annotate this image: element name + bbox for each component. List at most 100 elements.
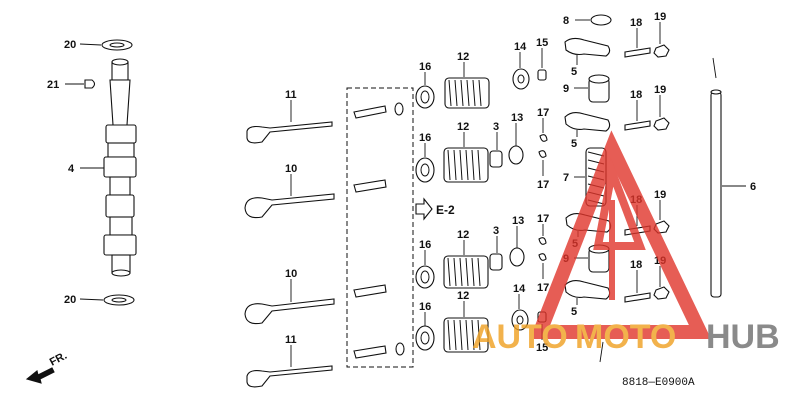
clip-17-b[interactable] xyxy=(538,150,547,158)
screw-18-b[interactable] xyxy=(624,120,651,131)
label-14-a: 14 xyxy=(514,41,527,53)
rocker-arm-5-d[interactable] xyxy=(564,279,611,300)
clip-17-c[interactable] xyxy=(538,237,547,245)
seat-13-b[interactable] xyxy=(509,247,525,267)
front-arrow-icon xyxy=(25,367,55,384)
label-16-b: 16 xyxy=(419,132,431,144)
cotter-15-a[interactable] xyxy=(537,69,547,81)
screw-18-d[interactable] xyxy=(624,292,651,303)
e2-reference[interactable]: E-2 xyxy=(415,197,455,221)
valve-11-bottom[interactable] xyxy=(246,365,333,388)
label-9-a: 9 xyxy=(563,83,569,95)
label-3-a: 3 xyxy=(493,121,499,133)
spacer-9-a[interactable] xyxy=(588,74,610,103)
spring-12-a[interactable] xyxy=(444,77,490,109)
label-17-c: 17 xyxy=(537,213,549,225)
label-8: 8 xyxy=(563,15,569,27)
label-15-a: 15 xyxy=(536,37,548,49)
watermark-triangle-logo xyxy=(529,130,712,339)
label-20-bottom: 20 xyxy=(64,294,76,306)
washer-8[interactable] xyxy=(590,14,612,26)
label-19-b: 19 xyxy=(654,84,666,96)
label-12-d: 12 xyxy=(457,290,469,302)
valve-guide-box xyxy=(346,87,414,368)
valve-guide-2[interactable] xyxy=(353,179,387,193)
label-14-b: 14 xyxy=(513,283,526,295)
label-7: 7 xyxy=(563,172,569,184)
diagram-code: 8818—E0900A xyxy=(622,377,695,389)
camshaft-group: 20 21 4 20 FR. xyxy=(25,39,137,384)
label-6: 6 xyxy=(750,181,756,193)
label-12-a: 12 xyxy=(457,51,469,63)
watermark-text-auto: AUTO xyxy=(472,318,568,356)
nut-19-a[interactable] xyxy=(653,44,670,58)
automotohub-watermark: AUTO MOTO HUB xyxy=(472,130,780,356)
clip-17-d[interactable] xyxy=(538,253,547,261)
label-13-a: 13 xyxy=(511,112,523,124)
valves-group: 11 10 10 11 xyxy=(244,89,335,388)
label-20-top: 20 xyxy=(64,39,76,51)
label-17-a: 17 xyxy=(537,107,549,119)
label-10-bottom: 10 xyxy=(285,268,297,280)
valve-10-top[interactable] xyxy=(244,193,335,219)
seat-13-a[interactable] xyxy=(508,145,524,165)
valve-10-bottom[interactable] xyxy=(244,298,335,325)
label-5-a: 5 xyxy=(571,66,577,78)
label-16-a: 16 xyxy=(419,61,431,73)
label-17-d: 17 xyxy=(537,282,549,294)
e2-label: E-2 xyxy=(436,203,455,217)
clip-17-a[interactable] xyxy=(539,134,548,142)
springs-group: 16 12 14 15 16 12 3 13 xyxy=(415,37,548,354)
watermark-text-hub: HUB xyxy=(706,318,780,356)
spring-12-c[interactable] xyxy=(443,255,489,289)
label-18-b: 18 xyxy=(630,89,642,101)
label-18-d: 18 xyxy=(630,259,642,271)
spring-12-d[interactable] xyxy=(443,317,489,353)
label-16-d: 16 xyxy=(419,301,431,313)
seal-3-a[interactable] xyxy=(489,150,503,168)
label-19-c: 19 xyxy=(654,189,666,201)
pin-21[interactable] xyxy=(84,79,96,89)
valve-11-top[interactable] xyxy=(246,121,333,144)
label-12-b: 12 xyxy=(457,121,469,133)
camshaft-4[interactable] xyxy=(103,58,137,277)
label-4: 4 xyxy=(68,163,75,175)
seat-16-b[interactable] xyxy=(415,157,435,183)
seat-16-a[interactable] xyxy=(415,85,435,109)
rocker-arm-5-a[interactable] xyxy=(564,37,611,57)
label-5-d: 5 xyxy=(571,306,577,318)
valve-guide-1[interactable] xyxy=(353,102,404,119)
rocker-arm-5-b[interactable] xyxy=(564,111,611,132)
label-18-a: 18 xyxy=(630,17,642,29)
label-15-b: 15 xyxy=(536,342,548,354)
screw-18-a[interactable] xyxy=(624,47,651,58)
label-17-b: 17 xyxy=(537,179,549,191)
label-13-b: 13 xyxy=(512,215,524,227)
rocker-shaft-6[interactable] xyxy=(710,89,722,298)
valve-guide-3[interactable] xyxy=(353,284,387,298)
front-label: FR. xyxy=(48,350,69,369)
retainer-14-a[interactable] xyxy=(512,68,530,90)
label-19-a: 19 xyxy=(654,11,666,23)
label-11-bottom: 11 xyxy=(285,334,297,346)
label-16-c: 16 xyxy=(419,239,431,251)
seat-16-d[interactable] xyxy=(415,325,435,351)
label-3-b: 3 xyxy=(493,225,499,237)
seat-16-c[interactable] xyxy=(415,265,435,289)
label-11-top: 11 xyxy=(285,89,297,101)
clips-group: 17 17 17 17 xyxy=(537,107,549,294)
nut-19-d[interactable] xyxy=(653,286,670,300)
washer-20-top[interactable] xyxy=(101,39,133,51)
label-21: 21 xyxy=(47,79,59,91)
nut-19-b[interactable] xyxy=(653,117,670,131)
watermark-text-moto: MOTO xyxy=(575,318,676,356)
label-5-b: 5 xyxy=(571,138,577,150)
washer-20-bottom[interactable] xyxy=(103,294,135,306)
label-10-top: 10 xyxy=(285,163,297,175)
seal-3-b[interactable] xyxy=(489,253,503,271)
label-12-c: 12 xyxy=(457,229,469,241)
valve-guide-4[interactable] xyxy=(353,342,405,359)
spring-12-b[interactable] xyxy=(443,147,489,183)
retainer-14-b[interactable] xyxy=(511,309,529,331)
